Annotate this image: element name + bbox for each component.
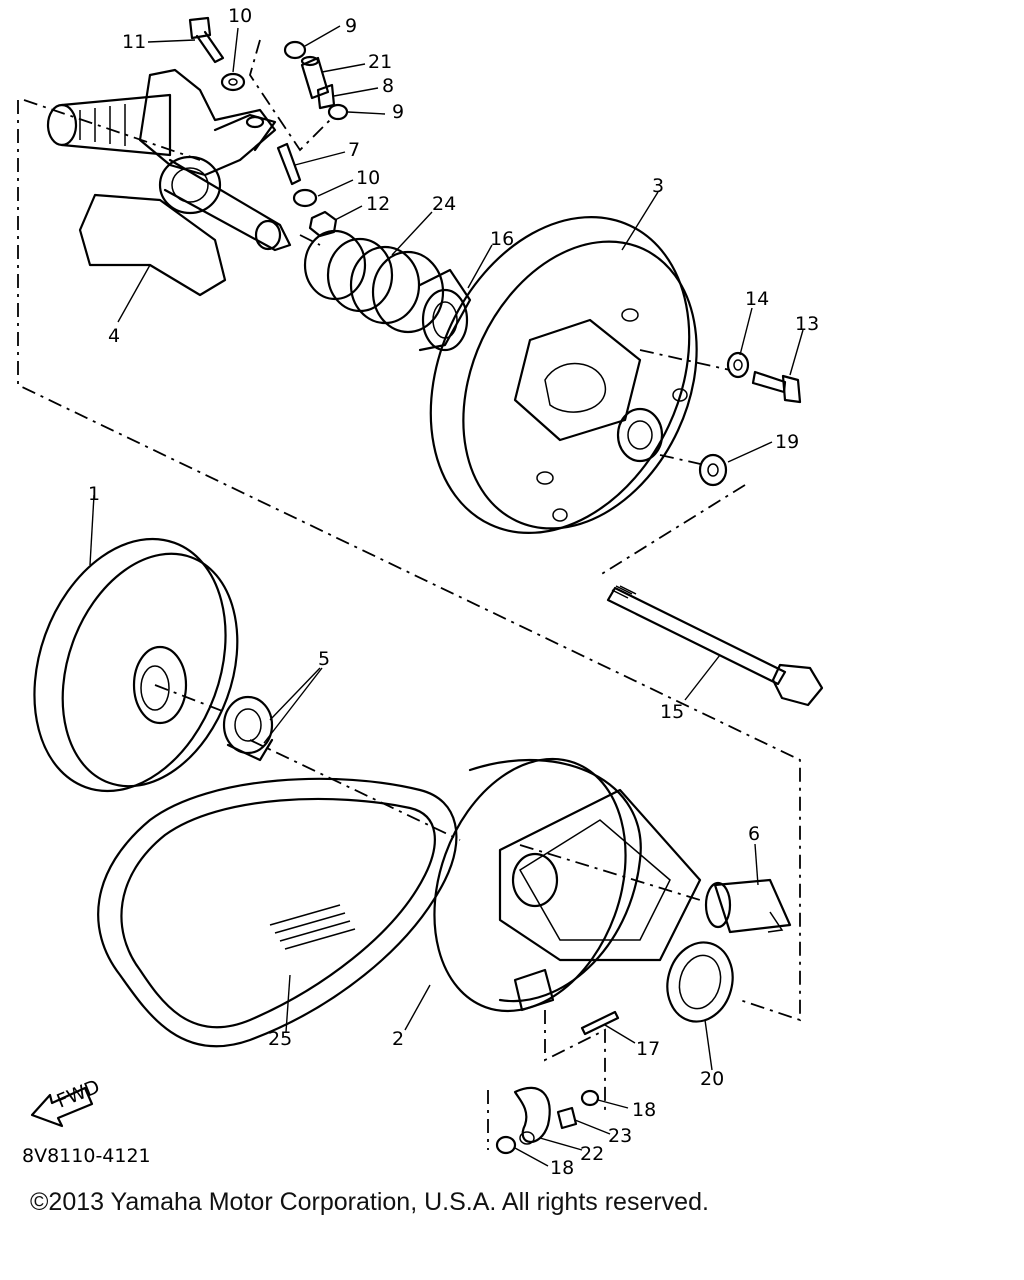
label-20: 20	[700, 1068, 724, 1090]
label-7: 7	[348, 139, 360, 161]
label-24: 24	[432, 193, 456, 215]
label-2: 2	[392, 1028, 404, 1050]
label-9-top: 9	[345, 15, 357, 37]
assembly-boundary-lines	[17, 39, 801, 1150]
fixed-sheave	[33, 537, 239, 793]
label-10-top: 10	[228, 5, 252, 27]
label-14: 14	[745, 288, 769, 310]
label-11: 11	[122, 31, 146, 53]
label-18-top: 18	[632, 1099, 656, 1121]
label-15: 15	[660, 701, 684, 723]
label-21: 21	[368, 51, 392, 73]
label-17: 17	[636, 1038, 660, 1060]
forward-arrow-icon: FWD	[30, 1076, 103, 1128]
label-19: 19	[775, 431, 799, 453]
diagram-code: 8V8110-4121	[22, 1145, 151, 1167]
label-5: 5	[318, 648, 330, 670]
label-3: 3	[652, 175, 664, 197]
leader-lines	[89, 25, 804, 1167]
cover-plate	[429, 215, 698, 535]
label-1: 1	[88, 483, 100, 505]
copyright-notice: ©2013 Yamaha Motor Corporation, U.S.A. A…	[30, 1188, 709, 1216]
long-bolt	[606, 585, 824, 707]
label-10-lower: 10	[356, 167, 380, 189]
label-8: 8	[382, 75, 394, 97]
seal	[222, 695, 274, 762]
label-23: 23	[608, 1125, 632, 1147]
label-18-bottom: 18	[550, 1157, 574, 1179]
cover-hardware	[698, 351, 802, 487]
label-16: 16	[490, 228, 514, 250]
spring	[303, 229, 445, 334]
label-4: 4	[108, 325, 120, 347]
drive-belt	[97, 777, 458, 1048]
label-22: 22	[580, 1143, 604, 1165]
label-12: 12	[366, 193, 390, 215]
label-13: 13	[795, 313, 819, 335]
weight-hardware	[495, 1010, 620, 1155]
movable-sheave	[433, 757, 702, 1013]
large-seal	[666, 941, 734, 1023]
label-25: 25	[268, 1028, 292, 1050]
sleeve	[704, 878, 792, 934]
upper-hardware	[188, 16, 349, 238]
label-6: 6	[748, 823, 760, 845]
exploded-parts-diagram: FWD 11 10 9 21	[17, 5, 824, 1179]
fwd-label: FWD	[54, 1076, 103, 1113]
callout-labels: 11 10 9 21 8 9 7 10 12 24 16 3 14 13 19 …	[22, 5, 819, 1179]
primary-shaft-spider	[46, 68, 292, 297]
label-9-lower: 9	[392, 101, 404, 123]
